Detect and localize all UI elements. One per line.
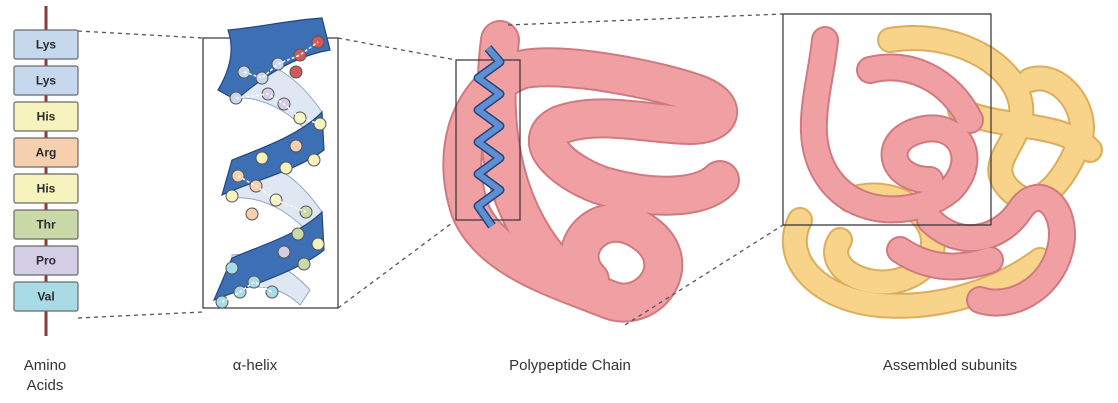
polypeptide-chain-caption: Polypeptide Chain <box>470 356 670 376</box>
residue-label: Arg <box>36 146 57 160</box>
residue-his: His <box>14 174 78 203</box>
assembled-subunits-caption: Assembled subunits <box>840 356 1060 376</box>
amino-acids-caption: Amino Acids <box>8 356 82 396</box>
amino-caption-line-2: Acids <box>8 376 82 396</box>
residue-lys: Lys <box>14 66 78 95</box>
residue-label: His <box>37 182 56 196</box>
residue-label: Lys <box>36 74 57 88</box>
residue-label: Pro <box>36 254 56 268</box>
residue-his: His <box>14 102 78 131</box>
residue-label: Val <box>37 290 54 304</box>
residue-lys: Lys <box>14 30 78 59</box>
residue-pro: Pro <box>14 246 78 275</box>
assembled-subunits <box>783 14 1090 306</box>
residue-label: Lys <box>36 38 57 52</box>
zoom-lines-amino-to-helix <box>78 31 203 318</box>
zoom-lines-helix-to-chain <box>338 38 456 308</box>
residue-val: Val <box>14 282 78 311</box>
residue-arg: Arg <box>14 138 78 167</box>
residue-label: Thr <box>36 218 56 232</box>
residue-label: His <box>37 110 56 124</box>
residue-thr: Thr <box>14 210 78 239</box>
alpha-helix-panel <box>203 18 338 308</box>
amino-caption-line-1: Amino <box>8 356 82 376</box>
alpha-helix-caption: α-helix <box>200 356 310 376</box>
polypeptide-chain <box>462 40 720 303</box>
